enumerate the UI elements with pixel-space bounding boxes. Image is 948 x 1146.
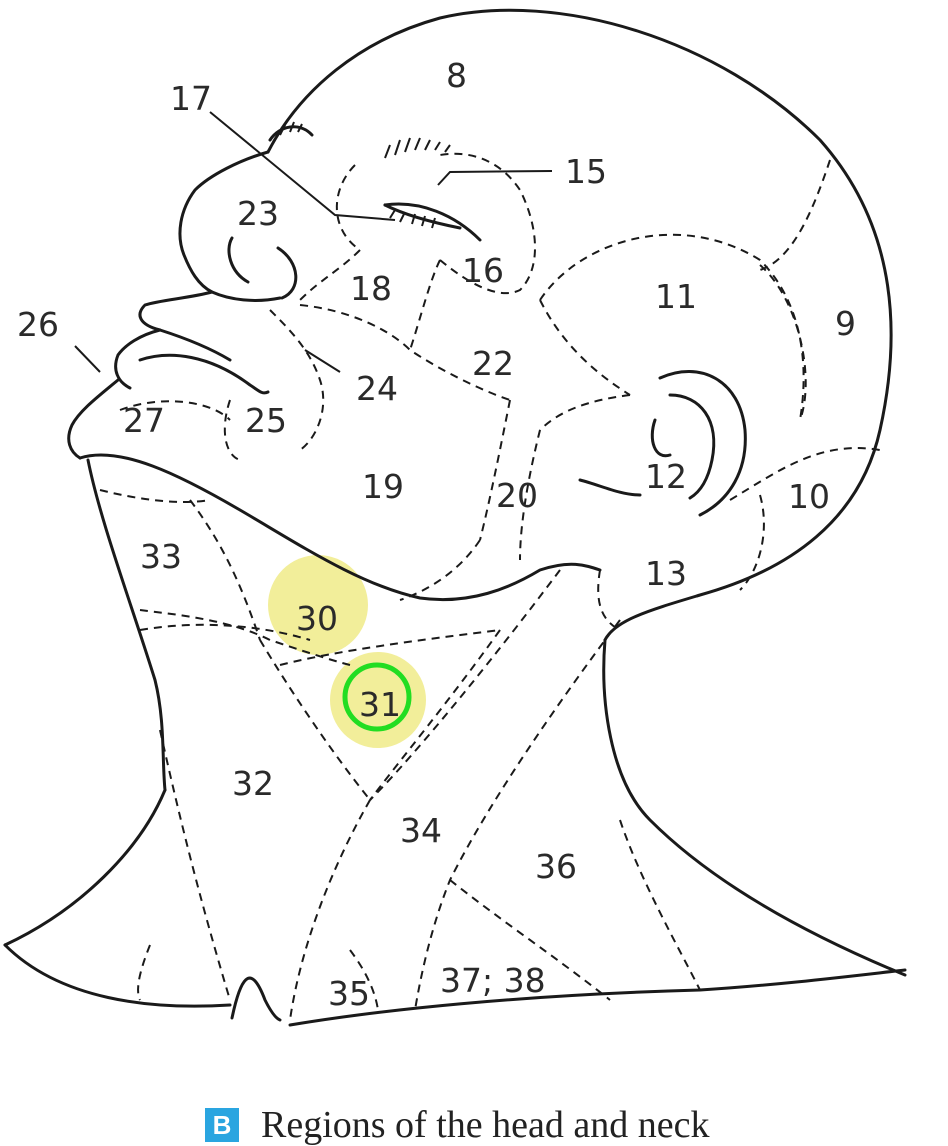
label-region-13: 13 [645,554,687,593]
label-region-12: 12 [645,457,687,496]
highlight-region-30 [268,555,368,655]
label-region-10: 10 [788,477,830,516]
label-region-37-38: 37; 38 [440,961,546,1000]
eyebrow-strokes [279,121,451,229]
label-region-26: 26 [17,305,59,344]
label-region-36: 36 [535,847,577,886]
caption-text: Regions of the head and neck [261,1104,710,1146]
label-region-8: 8 [446,56,467,95]
label-region-32: 32 [232,764,274,803]
figure-caption: B Regions of the head and neck [205,1104,710,1146]
label-region-9: 9 [835,304,856,343]
label-region-24: 24 [356,369,398,408]
label-region-23: 23 [237,194,279,233]
label-region-35: 35 [328,974,370,1013]
label-region-33: 33 [140,537,182,576]
leader-lines [74,111,553,373]
label-region-25: 25 [245,401,287,440]
label-region-11: 11 [655,277,697,316]
label-region-31: 31 [359,685,401,724]
head-outline [3,8,907,1027]
label-region-22: 22 [472,344,514,383]
region-boundaries [99,152,881,1021]
label-region-19: 19 [362,467,404,506]
label-region-20: 20 [496,476,538,515]
label-region-34: 34 [400,811,442,850]
label-region-15: 15 [565,152,607,191]
label-region-30: 30 [296,599,338,638]
region-labels: 8 9 10 11 12 13 15 16 17 18 19 20 22 23 … [17,56,856,1013]
caption-badge: B [205,1108,239,1142]
circle-marker-region-31 [342,662,412,732]
label-region-18: 18 [350,269,392,308]
label-region-17: 17 [170,79,212,118]
label-region-16: 16 [462,251,504,290]
label-region-27: 27 [123,401,165,440]
